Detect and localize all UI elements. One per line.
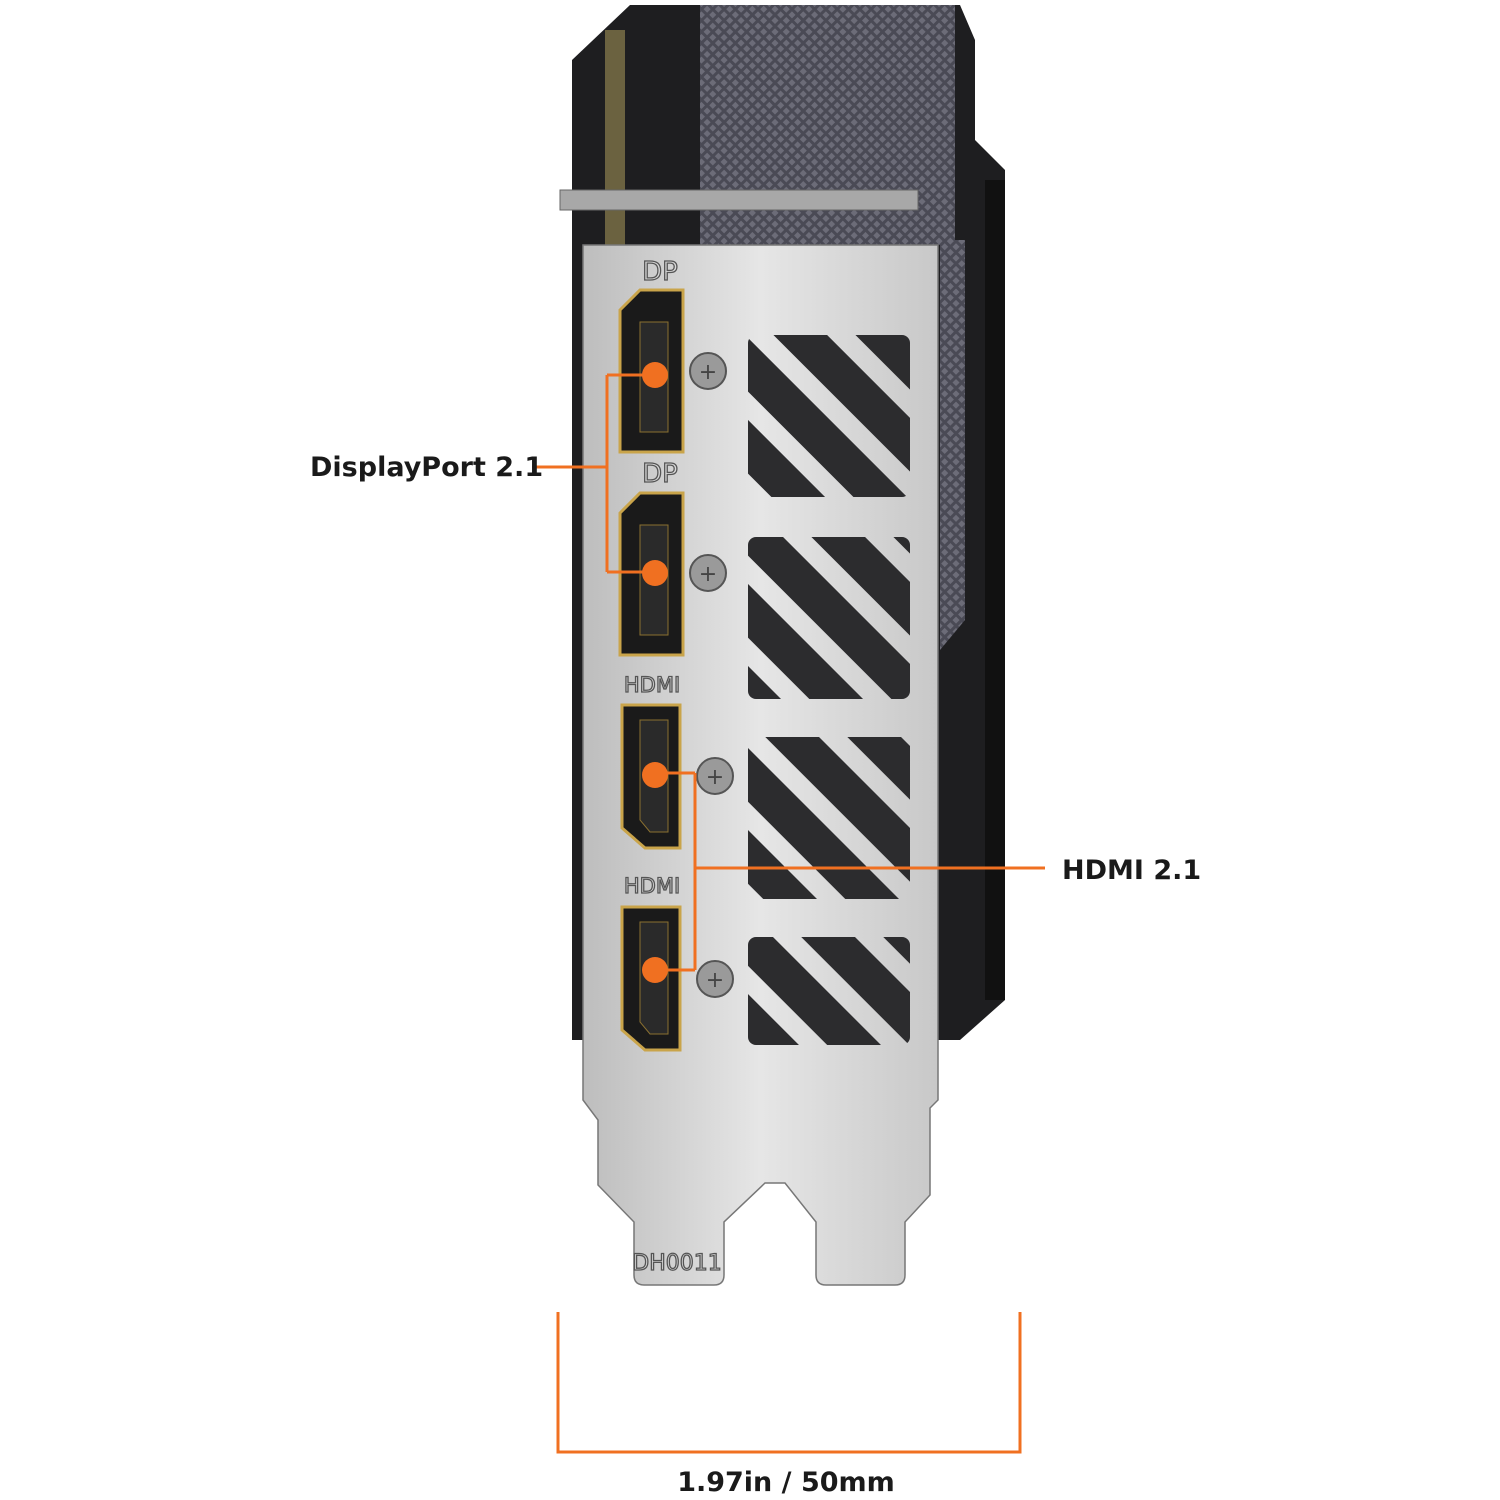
callout-dot (642, 362, 668, 388)
callout-dot (642, 762, 668, 788)
screw-icon: + + + + (689, 352, 734, 998)
port-label-hdmi-2: HDMI (624, 874, 680, 898)
bracket-flange (559, 189, 919, 211)
hdmi-callout-lines (655, 771, 1045, 972)
dimension-bracket (556, 1312, 1022, 1454)
callout-dot (642, 560, 668, 586)
displayport-callout-lines (532, 373, 655, 574)
svg-text:+: + (706, 765, 724, 790)
port-label-dp-1: DP (642, 257, 678, 287)
svg-text:+: + (699, 360, 717, 385)
hdmi-callout-label: HDMI 2.1 (1062, 855, 1201, 886)
svg-text:+: + (706, 968, 724, 993)
vent-slots (748, 335, 910, 1045)
bracket-part-code: DH0011 (632, 1251, 721, 1276)
port-label-dp-2: DP (642, 459, 678, 489)
svg-text:+: + (699, 562, 717, 587)
displayport-callout-label: DisplayPort 2.1 (310, 452, 543, 483)
callout-dot (642, 957, 668, 983)
port-label-hdmi-1: HDMI (624, 673, 680, 697)
dimension-label: 1.97in / 50mm (677, 1467, 895, 1498)
